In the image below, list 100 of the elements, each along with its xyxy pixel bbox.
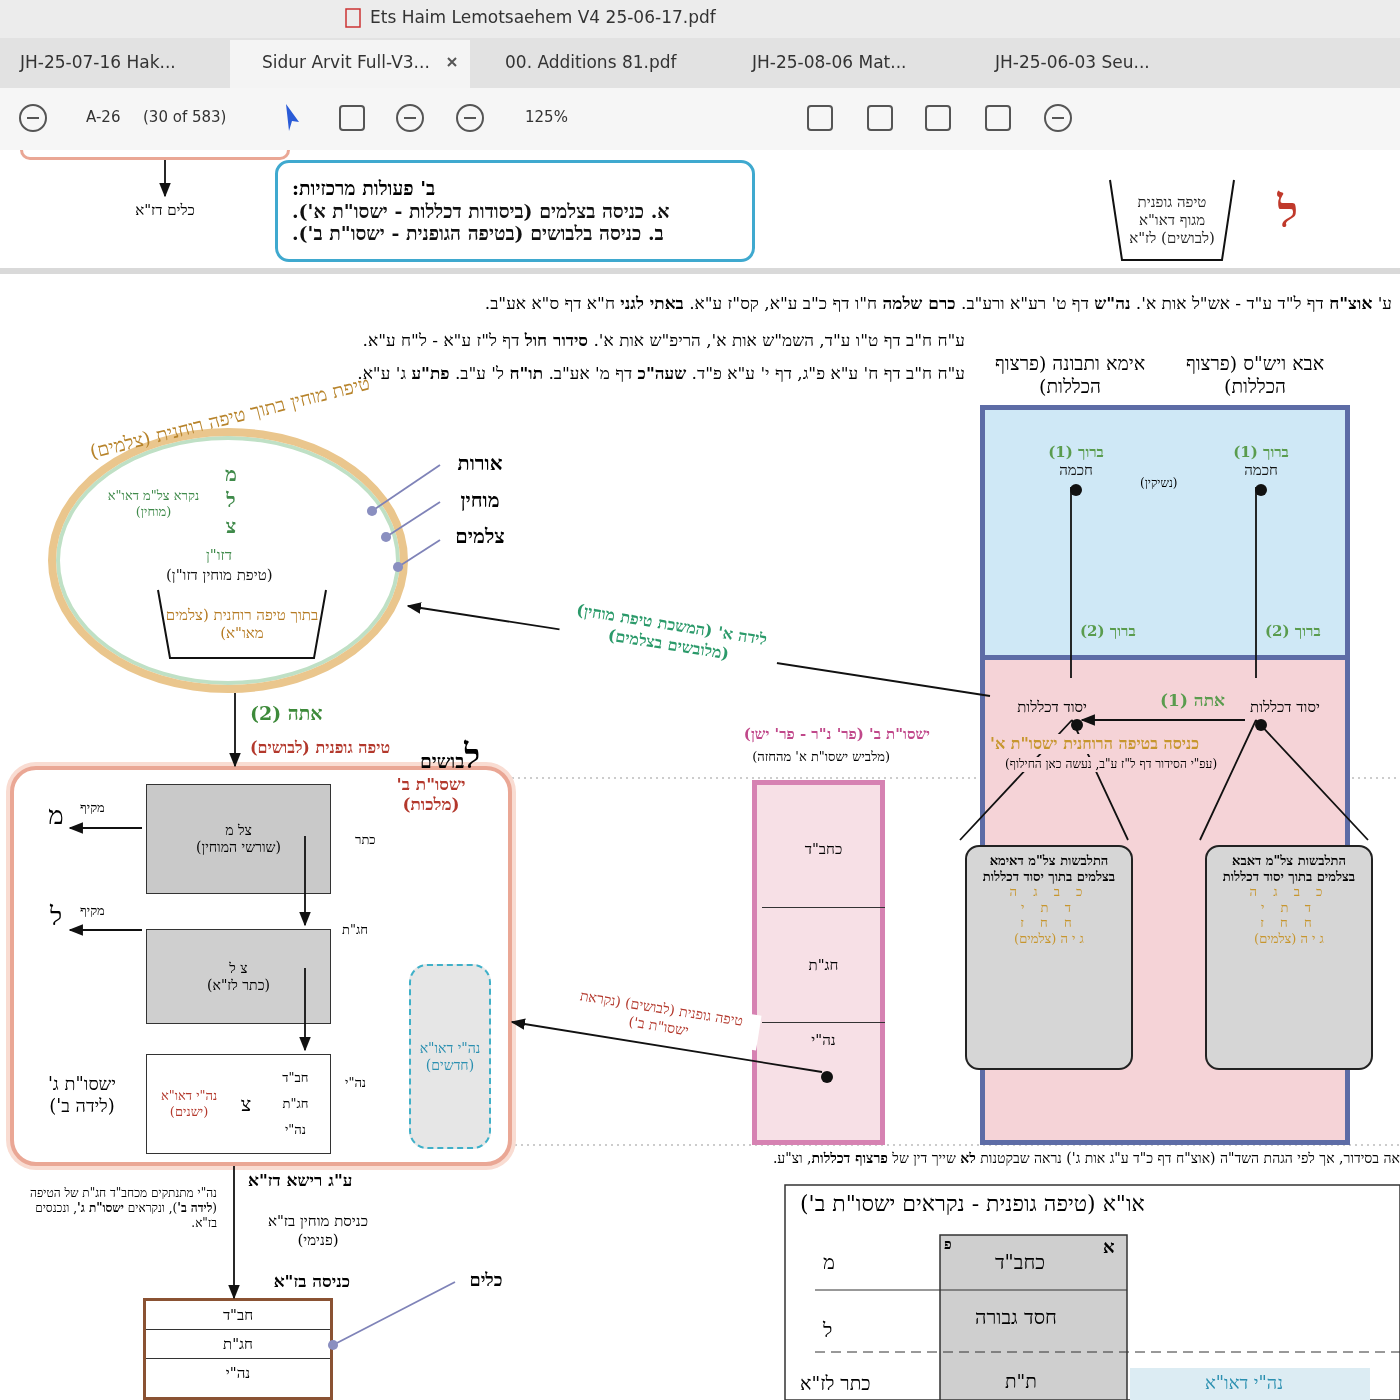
node-text: צל מ [225,822,252,839]
node-text: ב. כניסה בלבושים (בטיפה הגופנית - ישסו"ת ב'). [292,222,664,246]
node-text: נה"י דאו"א (ישנים) [159,1088,219,1120]
connector-line [1199,719,1369,841]
arrow [299,967,311,1052]
cell-label: נה"י דאו"א [1205,1372,1284,1395]
dashed-region [409,964,491,1149]
tab-label: JH-25-08-06 Mat... [752,52,907,74]
tab-label: 00. Additions 81.pdf [505,52,677,74]
tab-label: Sidur Arvit Full-V3... [262,52,430,74]
node-text: מוחין [460,488,500,512]
row-label: כתר לז"א [800,1372,871,1396]
note-text: כניסת מוחין בז"א (פנימי) [266,1212,369,1250]
node-text: צ ל [229,959,248,977]
connector-line [1070,486,1072,679]
leader-line [366,464,441,517]
node-text: דזו"ן [206,546,232,564]
node-label: ברוך (2) [1265,622,1321,641]
page-count: (30 of 583) [143,108,227,127]
connector-line [959,719,1129,841]
connector-line [1255,486,1257,679]
row-label: ל [823,1318,833,1343]
node-text: חכמה [1244,461,1278,479]
leader-line [327,1281,456,1351]
node-label: כניסה בטיפה הרוחנית ישסו"ת א' [990,734,1200,754]
tab-label: JH-25-06-03 Seu... [995,52,1150,74]
leader-line [380,501,441,543]
heading-text: ע"ג רישא דז"א [248,1170,353,1192]
cup-drawing [156,588,328,660]
arrow [68,822,143,834]
citation-text: ע"ח ח"ב דף ט"ו ע"ד, השמ"ש אות א', הריפ"ש אות א'. סידור חול דף ל"ז ע"א - ל"ח ע"א. [362,330,965,352]
zoom-field: 125% [525,108,568,127]
node-text: ב' פעולות מרכזיות: [292,176,436,200]
cell-label: כחב"ד [995,1250,1046,1275]
page-field: A-26 [86,108,121,127]
citation-text: ע' אוצ"ח דף ל"ד ע"ד - אש"ל אות א'. נה"ש דף ט' רע"א ורע"ב. כרם שלמה ח"ו דף כ"ב ע"א, קס"ז ע"א. באתי לגני ח"א דף ס"א אע"ב. [484,293,1392,315]
node-text: אורות [457,451,503,475]
node-text: ד ת י [1261,899,1317,916]
node-text: ג י ה (צלמים) [1014,930,1084,947]
cell-label: ת"ת [1005,1370,1037,1394]
heading-text: טיפה גופנית (לבושים) [250,738,391,758]
node-label: חג"ת [342,922,368,939]
node-text: בתוך טיפה רוחנית (צלמים מאו"א) [164,606,320,642]
row-label: מ [823,1250,835,1275]
arrow [510,1018,823,1073]
node-text: מ [48,800,64,832]
node-text: חג"ת [146,1330,330,1359]
node-text: ח ח ז [1020,915,1078,931]
node-text: צלמים [455,524,505,548]
edge-label: אתה (2) [250,702,323,726]
cell-label: חסד גבורה [975,1305,1057,1330]
node-text: ברוך (1) [1048,443,1104,461]
edge-label: אתה (1) [1160,690,1225,712]
node-text: התלבשות צל"מ דאבא בצלמים בתוך יסוד דכללות [1221,853,1357,885]
note-text: אה בסידור, אך לפי הגהת השד"ה (אוצ"ח דף כ"ד ע"ג אות ג') נראה שבקטנות לא שייך דין של פרצוף דכללות, וצ"ע. [772,1150,1400,1168]
node-text: כלים דז"א [135,201,195,219]
heading-text: או"א (טיפה גופנית - נקראים ישסו"ת ב') [800,1190,1145,1218]
node-label: כתר [355,832,376,849]
node-text: ישסו"ת ג' (לידה ב') [46,1073,118,1117]
heading-text: כניסה בז"א [273,1271,350,1292]
window-title: Ets Haim Lemotsaehem V4 25-06-17.pdf [370,7,716,29]
node-text: ברוך (1) [1233,443,1289,461]
node-label: נה"י [345,1075,367,1092]
node-text: (טיפת מוחין דזו"ן) [166,566,273,584]
node-text: (כתר לז"א) [207,976,270,994]
arrow [229,692,241,768]
node-text: חב"ד [146,1301,330,1330]
leader-line [392,539,441,573]
shaded-block [146,929,331,1024]
node-text: יסוד דכללות [1017,698,1087,716]
callout-box [965,845,1133,1070]
rounded-panel [20,150,290,160]
note-text: (עפ"י הסידור דף ל"ז ע"ב, נעשה כאן החילוף) [1005,757,1218,772]
node-text: ל [49,901,63,933]
node-text: (מלביש ישסו"ת א' מהחזה) [752,749,890,765]
node-text: חכמה [1059,461,1093,479]
cell-label: א [1103,1236,1115,1259]
node-text: מ ל צ [224,461,238,539]
node-text: כ ב ג ה [1009,884,1089,900]
note-text: נה"י מתנתקים מכחב"ד חג"ת של הטיפה (לידה ב'), ונקראים ישסו"ת ג', ונכנסים בז"א. [29,1186,217,1231]
node-label: (נשיקין) [1140,476,1178,491]
node-text: ד ת י [1021,899,1077,916]
table-block [146,1054,331,1154]
node-text: א. כניסה בצלמים (ביסודות דכללות - ישסו"ת א'). [292,199,670,223]
letter-label: ל [1277,186,1298,239]
arrow [299,835,311,927]
callout-box [1205,845,1373,1070]
node-text: התלבשות צל"מ דאימא בצלמים בתוך יסוד דכללות [981,853,1117,885]
arrow [228,1165,240,1300]
node-text: ישסו"ת ב' (פר' נ"ר - פר' ישן) [743,725,930,743]
node-text: יסוד דכללות [1250,698,1320,716]
node-text: חג"ת [808,956,839,974]
node-text: נה"י [811,1031,836,1049]
node-text: נקרא צל"מ דאו"א (מוחין) [106,488,201,520]
node-text: כחב"ד [804,839,843,858]
node-text: טיפה גופנית מגוף דאו"א (לבושים) לז"א [1128,193,1216,247]
node-text: חב"ד חג"ת נה"י [281,1069,310,1139]
node-text: נה"י דאו"א (חדשים) [418,1039,482,1074]
arrow [159,159,171,198]
node-label: ברוך (2) [1080,622,1136,641]
